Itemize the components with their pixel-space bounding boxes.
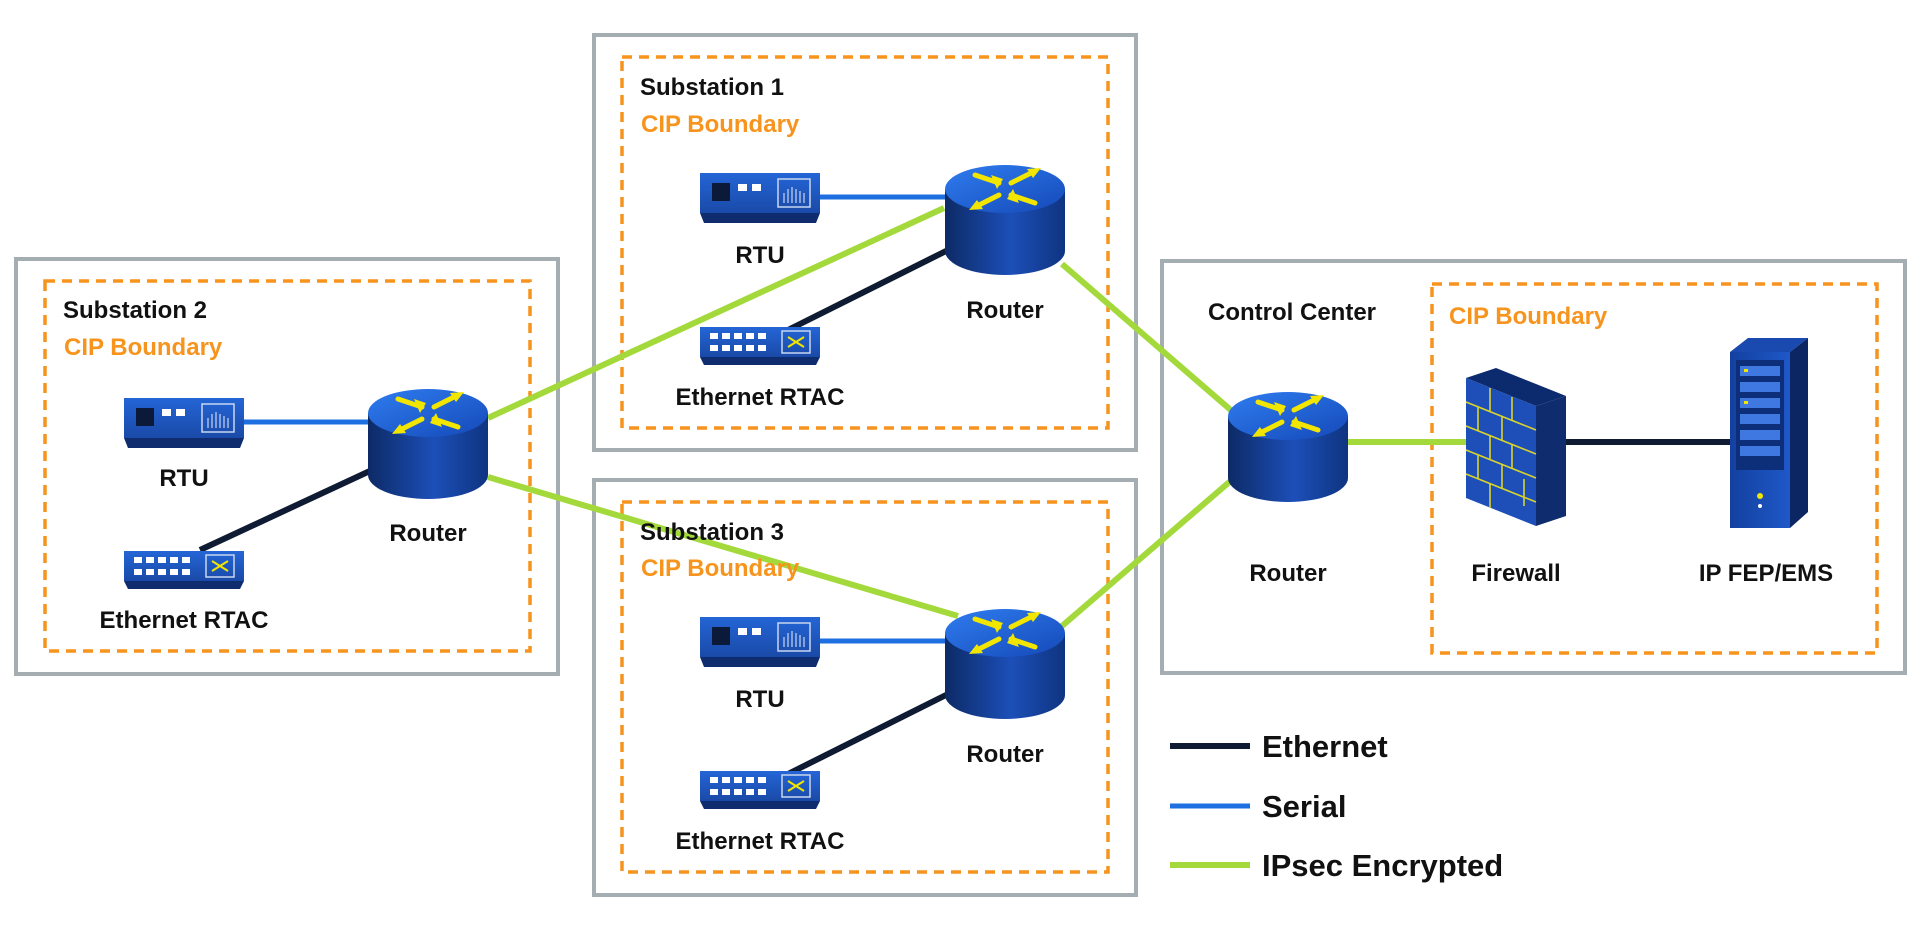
substation2-rtac-label: Ethernet RTAC: [100, 607, 269, 634]
ethernet-rtac-icon: [699, 326, 821, 366]
substation1-cip-label: CIP Boundary: [641, 111, 800, 138]
ipsec-link: [487, 474, 959, 619]
ethernet-rtac-icon: [123, 550, 245, 590]
substation3-cip-boundary: [620, 500, 1110, 874]
legend-ethernet-label: Ethernet: [1262, 729, 1388, 764]
server-icon: [1730, 338, 1808, 528]
server-label: IP FEP/EMS: [1699, 560, 1833, 587]
ethernet-rtac-icon: [699, 770, 821, 810]
ethernet-link: [774, 691, 950, 783]
router-icon: [368, 389, 488, 499]
router-icon: [945, 165, 1065, 275]
substation2-box: [14, 257, 560, 676]
substation1-title: Substation 1: [640, 74, 784, 101]
substation3-router-label: Router: [966, 741, 1043, 768]
firewall-icon: [1465, 367, 1567, 527]
legend-ipsec-label: IPsec Encrypted: [1262, 848, 1503, 883]
substation2-title: Substation 2: [63, 297, 207, 324]
rtu-icon: [699, 172, 821, 224]
control-center-router-label: Router: [1249, 560, 1326, 587]
control-center-cip-boundary: [1430, 282, 1879, 655]
ipsec-link: [1060, 261, 1242, 421]
substation1-cip-boundary: [620, 55, 1110, 430]
substation3-cip-label: CIP Boundary: [641, 555, 800, 582]
control-center-title: Control Center: [1208, 299, 1376, 326]
router-icon: [1228, 392, 1348, 502]
substation2-rtu-label: RTU: [159, 465, 208, 492]
substation2-cip-label: CIP Boundary: [64, 334, 223, 361]
ipsec-link: [1060, 475, 1236, 629]
ethernet-link: [198, 467, 374, 553]
ipsec-link: [486, 205, 946, 421]
substation3-box: [592, 478, 1138, 897]
substation1-box: [592, 33, 1138, 452]
legend: Ethernet Serial IPsec Encrypted: [1170, 729, 1503, 883]
substation1-rtu-label: RTU: [735, 242, 784, 269]
control-center-cip-label: CIP Boundary: [1449, 303, 1608, 330]
rtu-icon: [123, 397, 245, 449]
substation3-rtac-label: Ethernet RTAC: [676, 828, 845, 855]
substation3-title: Substation 3: [640, 519, 784, 546]
rtu-icon: [699, 616, 821, 668]
legend-serial-label: Serial: [1262, 789, 1346, 824]
ethernet-link: [774, 247, 950, 339]
control-center-box: [1160, 259, 1907, 675]
substation1-router-label: Router: [966, 297, 1043, 324]
substation1-rtac-label: Ethernet RTAC: [676, 384, 845, 411]
router-icon: [945, 609, 1065, 719]
substation3-rtu-label: RTU: [735, 686, 784, 713]
substation2-cip-boundary: [43, 279, 532, 653]
substation2-router-label: Router: [389, 520, 466, 547]
firewall-label: Firewall: [1471, 560, 1560, 587]
